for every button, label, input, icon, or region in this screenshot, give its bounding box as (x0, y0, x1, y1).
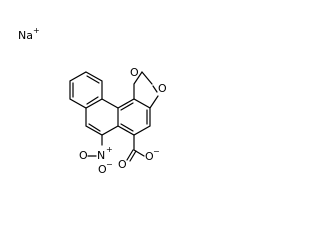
ring-a-inner-double-bonds (72, 75, 100, 105)
svg-text:+: + (106, 145, 113, 154)
dioxole-oxygen-left: O (130, 66, 139, 79)
carboxylate-oxygen-double-label: O (118, 158, 127, 171)
carboxylate-oxygen-single-label: O − (145, 147, 160, 163)
ring-b-bonds (85, 98, 119, 136)
nitro-oxygen-bottom-label: O − (98, 160, 113, 176)
svg-text:−: − (106, 160, 113, 169)
nitro-bonds (87, 134, 103, 157)
dioxole-bonds (133, 70, 159, 109)
svg-text:N: N (97, 149, 105, 162)
chemical-structure-diagram: Na + O O N + O O − O O (18, 26, 167, 176)
svg-text:−: − (153, 147, 160, 156)
svg-text:O: O (158, 82, 167, 95)
sodium-ion-label: Na + (18, 26, 40, 42)
molecule-bonds (69, 70, 159, 162)
svg-text:O: O (98, 163, 107, 176)
carboxylate-bonds (126, 134, 145, 162)
svg-text:O: O (130, 66, 139, 79)
svg-text:+: + (33, 26, 40, 35)
nitro-nitrogen-label: N + (97, 145, 113, 162)
ring-b-inner-double-bond (88, 123, 101, 132)
svg-text:O: O (118, 158, 127, 171)
svg-text:O: O (79, 149, 88, 162)
ring-c-bonds (117, 98, 151, 136)
svg-text:O: O (145, 150, 154, 163)
nitro-oxygen-label: O (79, 149, 88, 162)
dioxole-oxygen-right: O (158, 82, 167, 95)
ring-c-inner-double-bonds (120, 102, 148, 132)
ring-a-bonds (69, 71, 103, 109)
svg-text:Na: Na (18, 29, 33, 42)
